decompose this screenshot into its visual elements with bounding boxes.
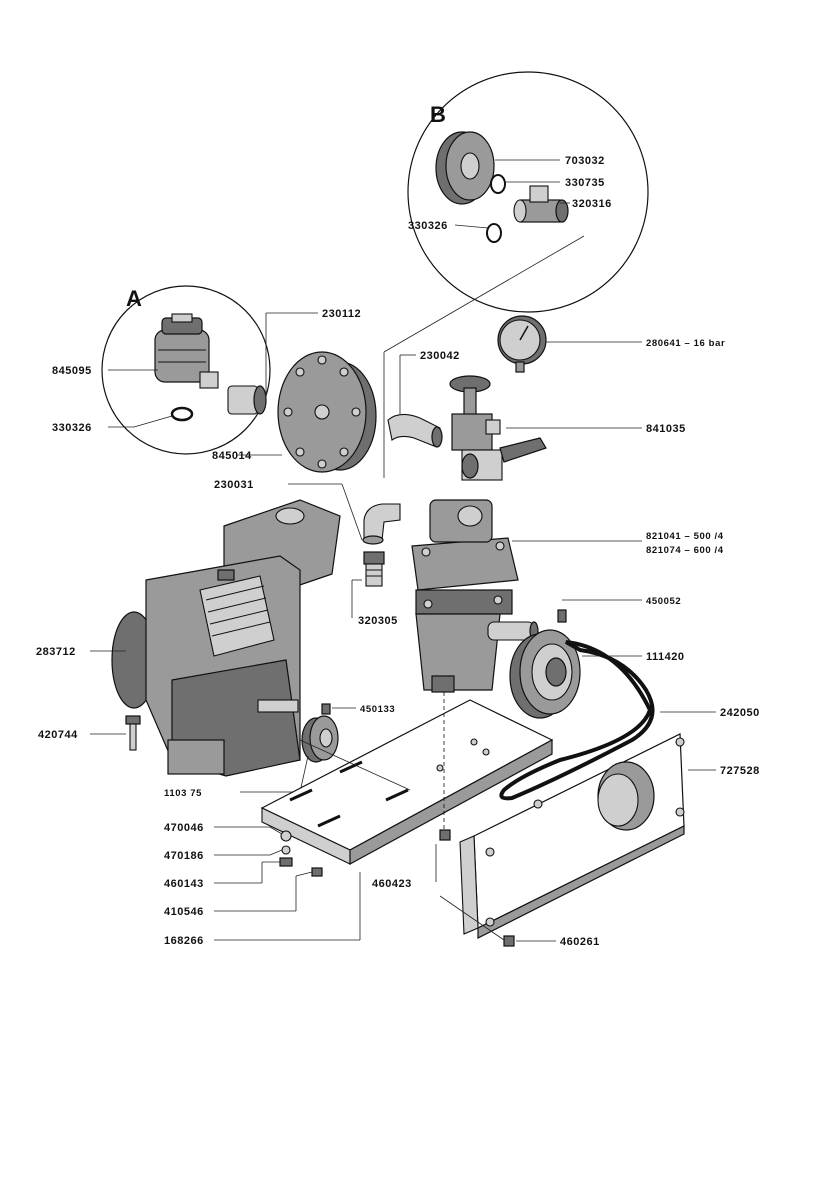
inset-b: B 703032 330735 320316 330326	[384, 72, 648, 478]
label-460143: 460143	[164, 878, 204, 890]
bolt-420744	[126, 716, 140, 750]
pressure-gauge-280641	[498, 316, 546, 372]
nut-460143	[280, 858, 292, 866]
label-230031: 230031	[214, 479, 254, 491]
washer-470186	[282, 846, 290, 854]
label-420744: 420744	[38, 729, 78, 741]
label-470046: 470046	[164, 822, 204, 834]
label-280641: 280641 – 16 bar	[646, 338, 725, 349]
bolt-410546	[312, 868, 322, 876]
label-727528: 727528	[720, 765, 760, 777]
label-111420: 111420	[646, 651, 685, 663]
inset-b-letter: B	[430, 102, 446, 127]
nut-460261	[504, 936, 514, 946]
label-845014: 845014	[212, 450, 252, 462]
screw-450133	[322, 704, 330, 714]
washer-470046	[281, 831, 291, 841]
label-460423: 460423	[372, 878, 412, 890]
label-110375: 1103 75	[164, 788, 202, 799]
nipple-320305	[364, 552, 384, 586]
label-845095: 845095	[52, 365, 92, 377]
label-168266: 168266	[164, 935, 204, 947]
coupling-230112	[228, 386, 266, 414]
label-330326-b: 330326	[408, 220, 448, 232]
nut-460423	[440, 830, 450, 840]
label-821041: 821041 – 500 /4	[646, 531, 724, 542]
elbow-hose-230042	[388, 414, 442, 447]
label-410546: 410546	[164, 906, 204, 918]
label-242050: 242050	[720, 707, 760, 719]
label-460261: 460261	[560, 936, 600, 948]
pump-cover-845014	[278, 352, 376, 472]
elbow-230031	[363, 504, 400, 544]
label-821074: 821074 – 600 /4	[646, 545, 724, 556]
label-320305: 320305	[358, 615, 398, 627]
label-450133: 450133	[360, 704, 395, 715]
label-230042: 230042	[420, 350, 460, 362]
label-283712: 283712	[36, 646, 76, 658]
label-330735: 330735	[565, 177, 605, 189]
label-230112: 230112	[322, 308, 361, 320]
label-450052: 450052	[646, 596, 681, 607]
inset-a-letter: A	[126, 286, 142, 311]
label-320316: 320316	[572, 198, 612, 210]
label-330326-a: 330326	[52, 422, 92, 434]
label-470186: 470186	[164, 850, 204, 862]
label-841035: 841035	[646, 423, 686, 435]
label-703032: 703032	[565, 155, 605, 167]
screw-450052	[558, 610, 566, 622]
